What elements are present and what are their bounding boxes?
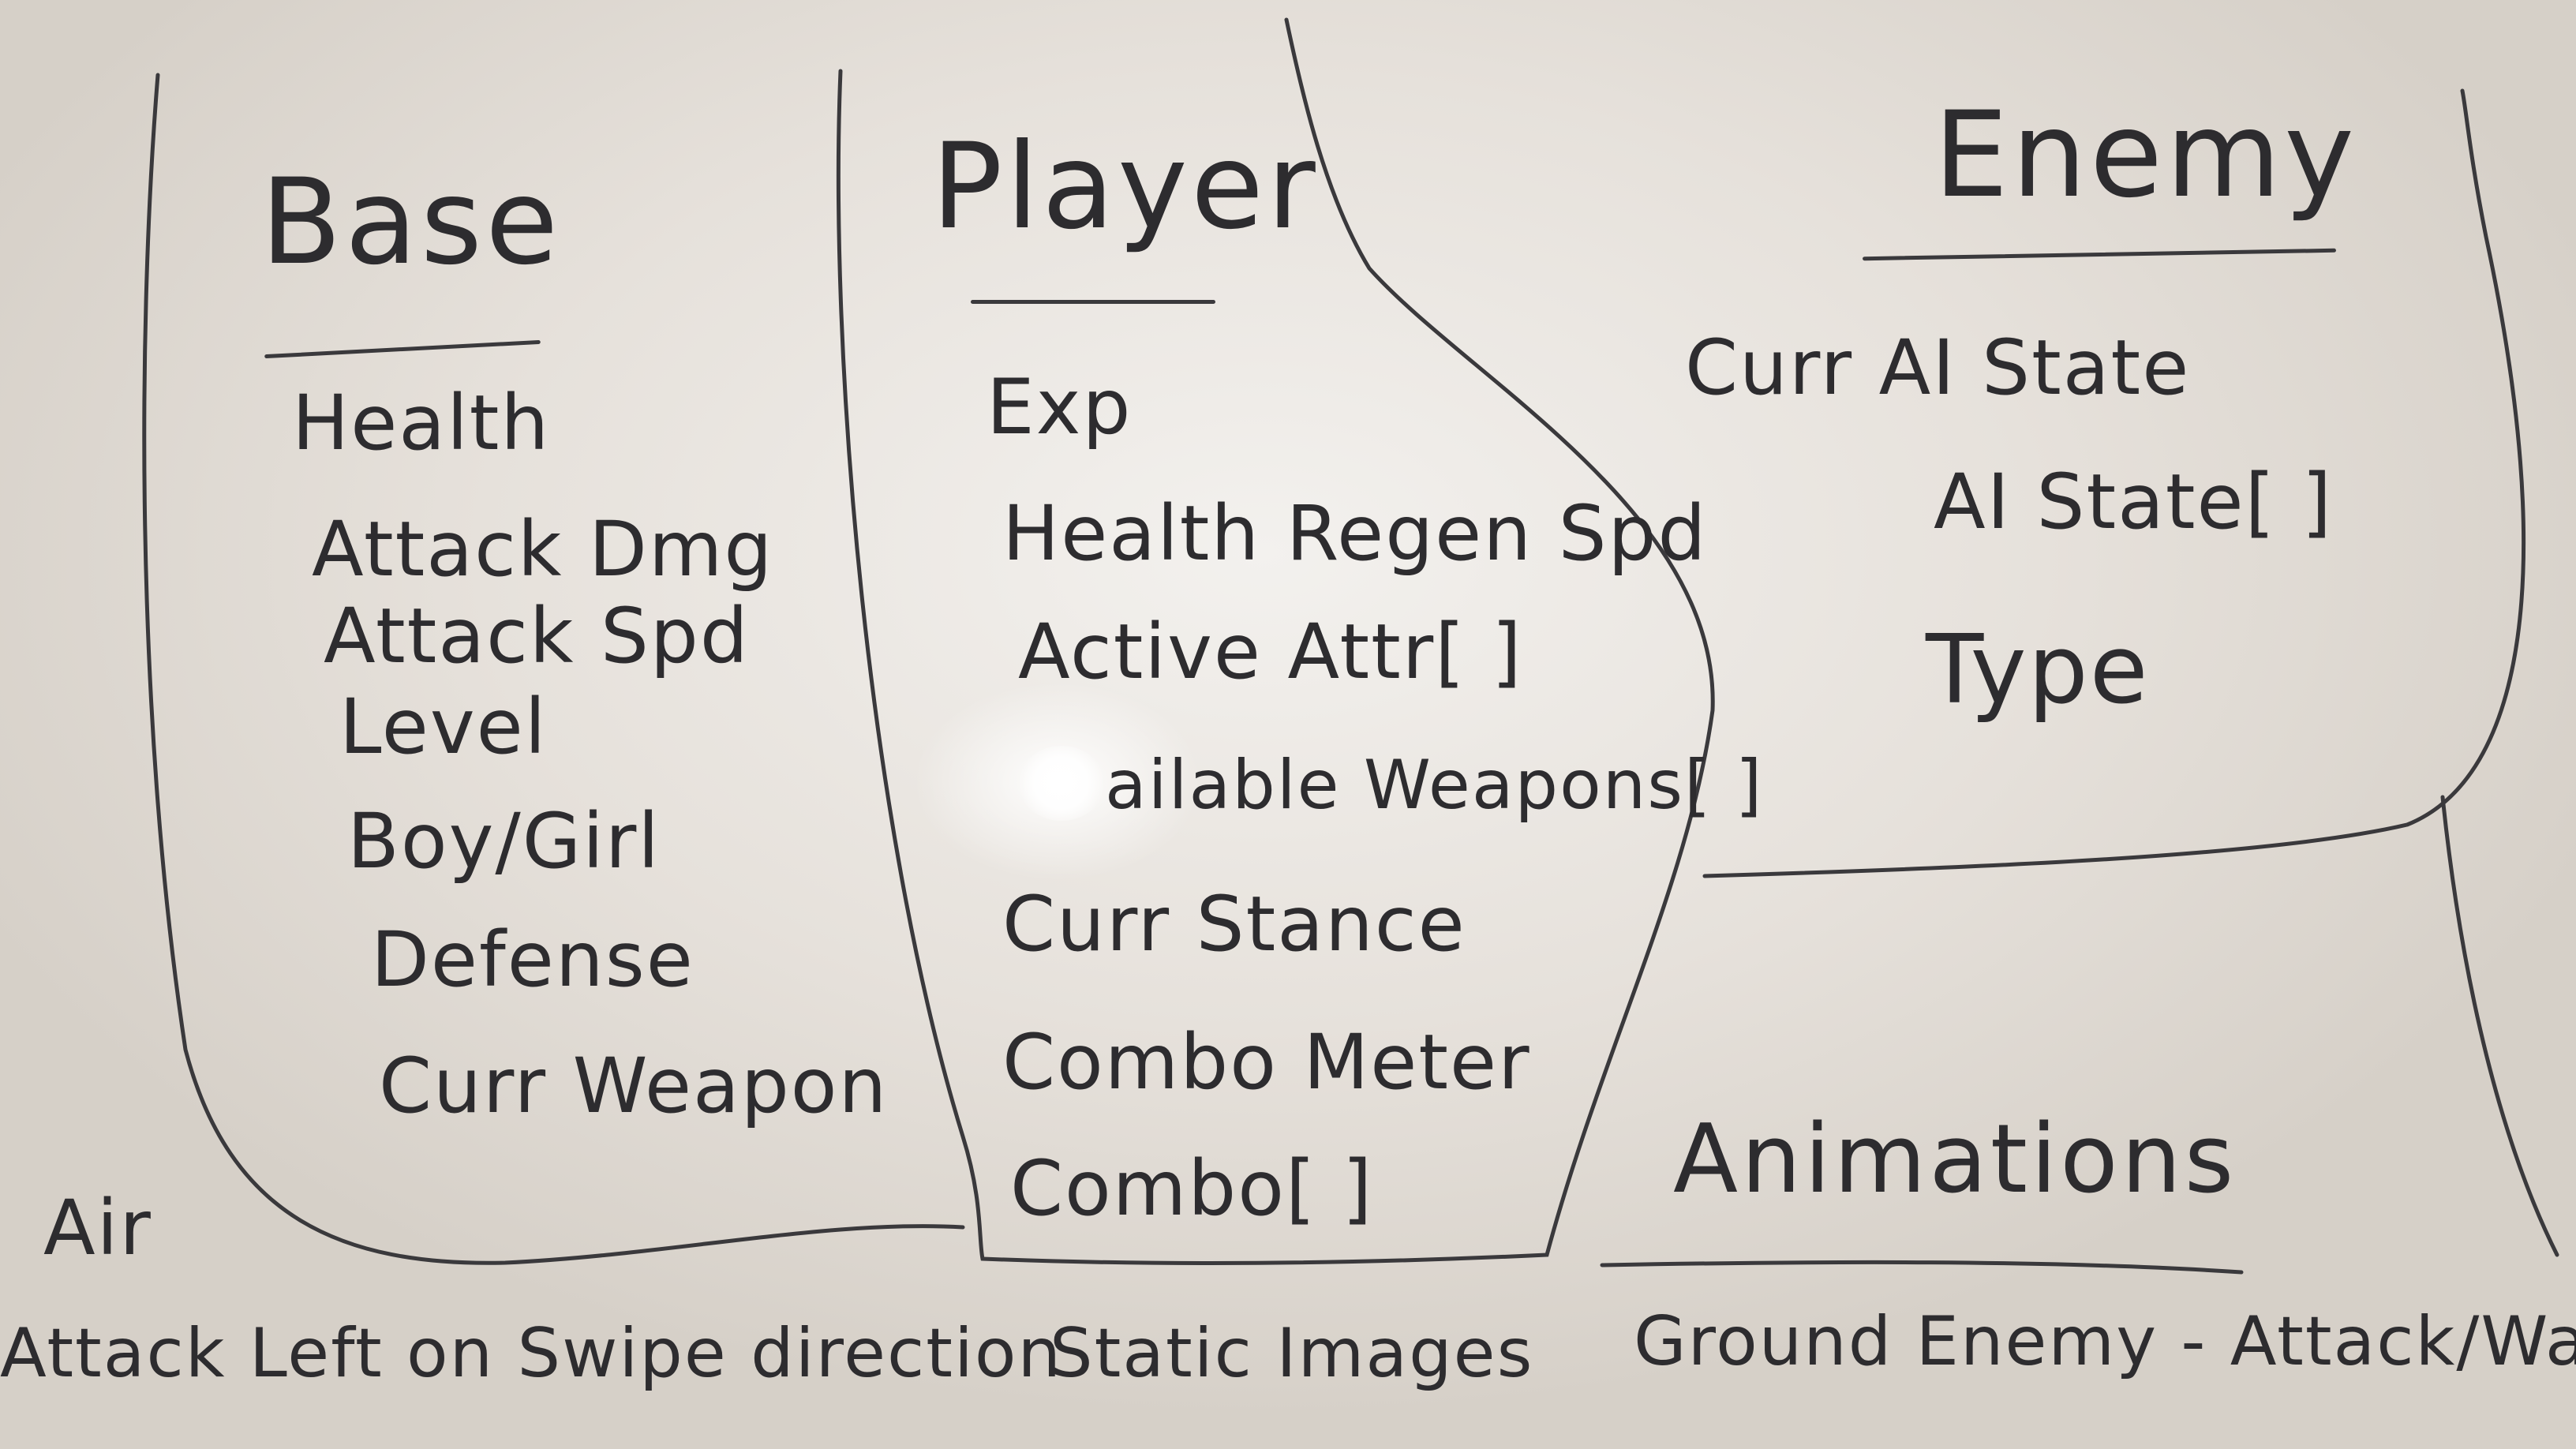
animations-underline — [1600, 1260, 2244, 1275]
enemy-item-ai-state: AI State[ ] — [1934, 458, 2334, 546]
enemy-item-curr-ai-state: Curr AI State — [1685, 324, 2191, 412]
enemy-item-type: Type — [1926, 616, 2150, 725]
ground-enemy-note: Ground Enemy - Attack/Walk/ — [1634, 1302, 2576, 1381]
base-item-health: Health — [292, 379, 551, 467]
air-attack-note: Attack Left on Swipe direction — [0, 1314, 1063, 1393]
player-item-exp: Exp — [987, 363, 1133, 451]
player-item-active-attr: Active Attr[ ] — [1018, 608, 1523, 696]
player-item-available-weapons: ailable Weapons[ ] — [1105, 746, 1764, 825]
player-item-combo-meter: Combo Meter — [1002, 1018, 1531, 1106]
base-item-attack-spd: Attack Spd — [324, 592, 750, 680]
base-region-outline — [142, 73, 965, 1265]
enemy-region-outline — [1702, 88, 2526, 878]
enemy-title: Enemy — [1934, 87, 2358, 224]
player-title: Player — [931, 118, 1319, 256]
base-item-defense: Defense — [371, 915, 695, 1004]
base-title: Base — [260, 154, 562, 291]
player-item-combo: Combo[ ] — [1010, 1144, 1374, 1233]
player-region-outline — [836, 17, 1715, 1265]
base-item-attack-dmg: Attack Dmg — [312, 505, 774, 593]
base-item-curr-weapon: Curr Weapon — [379, 1042, 889, 1130]
player-item-health-regen-spd: Health Regen Spd — [1002, 489, 1708, 578]
static-images-note: Static Images — [1050, 1314, 1534, 1393]
base-item-level: Level — [339, 683, 548, 771]
light-glare — [1018, 746, 1105, 821]
player-title-underline — [971, 300, 1215, 304]
base-item-boy-girl: Boy/Girl — [347, 797, 661, 886]
air-label: Air — [43, 1184, 152, 1272]
player-item-curr-stance: Curr Stance — [1002, 880, 1466, 968]
right-edge-line — [2440, 795, 2559, 1257]
animations-title: Animations — [1673, 1105, 2237, 1215]
